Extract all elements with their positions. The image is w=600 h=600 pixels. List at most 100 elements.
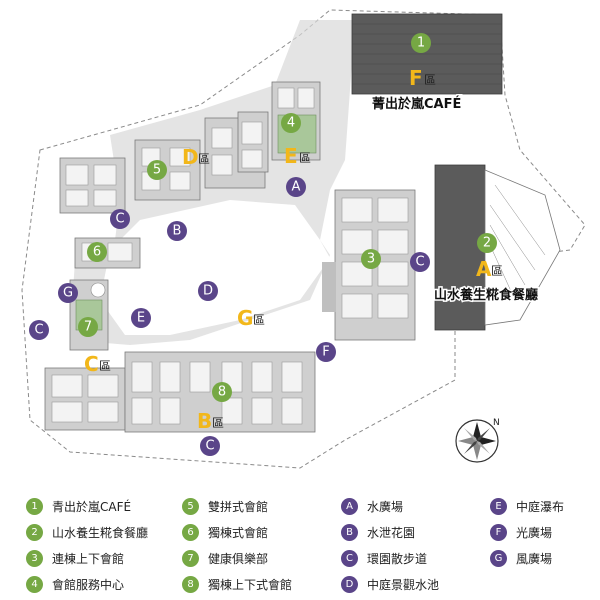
svg-text:D: D [203, 284, 213, 299]
legend-item: B 水泄花園 [341, 522, 415, 542]
legend-badge: 7 [182, 549, 199, 567]
letter-badge: C [410, 252, 430, 272]
svg-text:E: E [284, 144, 298, 168]
svg-text:1: 1 [417, 36, 425, 51]
legend-item: D 中庭景觀水池 [341, 574, 439, 594]
legend-label: 中庭景觀水池 [367, 577, 440, 592]
number-badge: 3 [361, 249, 381, 269]
letter-badge: G [58, 283, 78, 303]
svg-text:G: G [63, 286, 73, 301]
legend-badge: E [490, 497, 507, 515]
zone-label-f: F 區 菁出於嵐CAFÉ [371, 66, 463, 114]
compass-rose-icon: N [455, 418, 500, 463]
svg-text:7: 7 [84, 320, 92, 335]
svg-text:C: C [84, 352, 99, 376]
legend-badge: 2 [26, 523, 43, 541]
legend-item: G 風廣場 [490, 548, 552, 568]
svg-text:C: C [115, 212, 124, 227]
legend-label: 雙拼式會館 [208, 499, 269, 514]
svg-text:E: E [137, 311, 145, 326]
letter-badge: A [286, 177, 306, 197]
legend-badge: D [341, 575, 358, 593]
restaurant-roof [434, 164, 561, 331]
number-badge: 1 [411, 33, 431, 53]
svg-text:B: B [197, 409, 212, 433]
svg-text:A: A [476, 257, 492, 281]
legend-badge: 4 [26, 575, 43, 593]
svg-text:4: 4 [287, 116, 295, 131]
number-badge: 7 [78, 317, 98, 337]
building-service-center [271, 81, 321, 161]
svg-text:5: 5 [153, 163, 161, 178]
svg-text:6: 6 [93, 245, 101, 260]
building-duplex-5 [134, 139, 201, 201]
legend-label: 青出於嵐CAFÉ [52, 499, 132, 514]
svg-text:D: D [182, 145, 199, 169]
legend-label: 獨棟上下式會館 [208, 577, 293, 592]
svg-text:C: C [34, 323, 43, 338]
svg-text:A: A [292, 180, 301, 195]
legend-label: 山水養生糀食餐廳 [52, 525, 149, 540]
number-badge: 2 [477, 233, 497, 253]
legend-label: 水廣場 [367, 499, 404, 514]
legend-badge: A [341, 497, 358, 515]
svg-text:B: B [173, 224, 182, 239]
legend-item: E 中庭瀑布 [490, 496, 564, 516]
number-badge: 6 [87, 242, 107, 262]
legend-badge: 3 [26, 549, 43, 567]
legend-label: 環園散步道 [367, 551, 428, 566]
legend-badge: 8 [182, 575, 199, 593]
legend-item: 3 連棟上下會館 [26, 548, 124, 568]
zone-label-g: G 區 [237, 306, 265, 330]
letter-badge: D [198, 281, 218, 301]
letter-badge: C [29, 320, 49, 340]
legend-badge: 1 [26, 497, 43, 515]
building-single-6 [74, 237, 141, 269]
zone-label-e: E 區 [284, 144, 311, 168]
legend-label: 健康俱樂部 [208, 551, 269, 566]
svg-text:區: 區 [299, 151, 311, 165]
legend: 1 青出於嵐CAFÉ 2 山水養生糀食餐廳 3 連棟上下會館 4 會館服務中心 … [0, 490, 600, 598]
site-plan-map: 1 2 3 4 5 6 7 8 A B C C C C D E F G F 區 … [21, 9, 586, 469]
cafe-roof [351, 13, 503, 95]
legend-item: 1 青出於嵐CAFÉ [26, 496, 131, 516]
legend-label: 中庭瀑布 [516, 499, 565, 514]
svg-text:區: 區 [491, 264, 503, 278]
legend-item: 7 健康俱樂部 [182, 548, 268, 568]
zone-label-d: D 區 [182, 145, 210, 169]
legend-badge: G [490, 549, 507, 567]
compass-north-label: N [493, 418, 500, 428]
legend-item: C 環園散步道 [341, 548, 427, 568]
number-badge: 4 [281, 113, 301, 133]
legend-label: 風廣場 [516, 551, 553, 566]
letter-badge: E [131, 308, 151, 328]
legend-item: 2 山水養生糀食餐廳 [26, 522, 148, 542]
legend-item: 5 雙拼式會館 [182, 496, 268, 516]
svg-text:2: 2 [483, 236, 491, 251]
legend-badge: C [341, 549, 358, 567]
letter-badge: C [200, 436, 220, 456]
svg-text:區: 區 [99, 359, 111, 373]
zone-label-a: A 區 山水養生糀食餐廳 [433, 257, 540, 305]
svg-text:C: C [205, 439, 214, 454]
svg-text:區: 區 [198, 152, 210, 166]
legend-badge: B [341, 523, 358, 541]
svg-text:8: 8 [218, 385, 226, 400]
building-south-west [44, 367, 126, 431]
building-west-block [59, 157, 126, 214]
central-courtyard [100, 200, 330, 335]
building-south-row [124, 351, 316, 433]
legend-item: F 光廣場 [490, 522, 552, 542]
svg-text:F: F [322, 345, 329, 360]
svg-text:區: 區 [212, 416, 224, 430]
legend-label: 連棟上下會館 [52, 551, 125, 566]
svg-text:菁出於嵐CAFÉ: 菁出於嵐CAFÉ [372, 96, 461, 112]
legend-label: 光廣場 [516, 525, 553, 540]
number-badge: 8 [212, 382, 232, 402]
building-duplex-d [204, 111, 269, 189]
letter-badge: C [110, 209, 130, 229]
svg-text:F: F [409, 66, 423, 90]
svg-text:山水養生糀食餐廳: 山水養生糀食餐廳 [434, 287, 538, 303]
legend-badge: 6 [182, 523, 199, 541]
legend-item: 8 獨棟上下式會館 [182, 574, 292, 594]
